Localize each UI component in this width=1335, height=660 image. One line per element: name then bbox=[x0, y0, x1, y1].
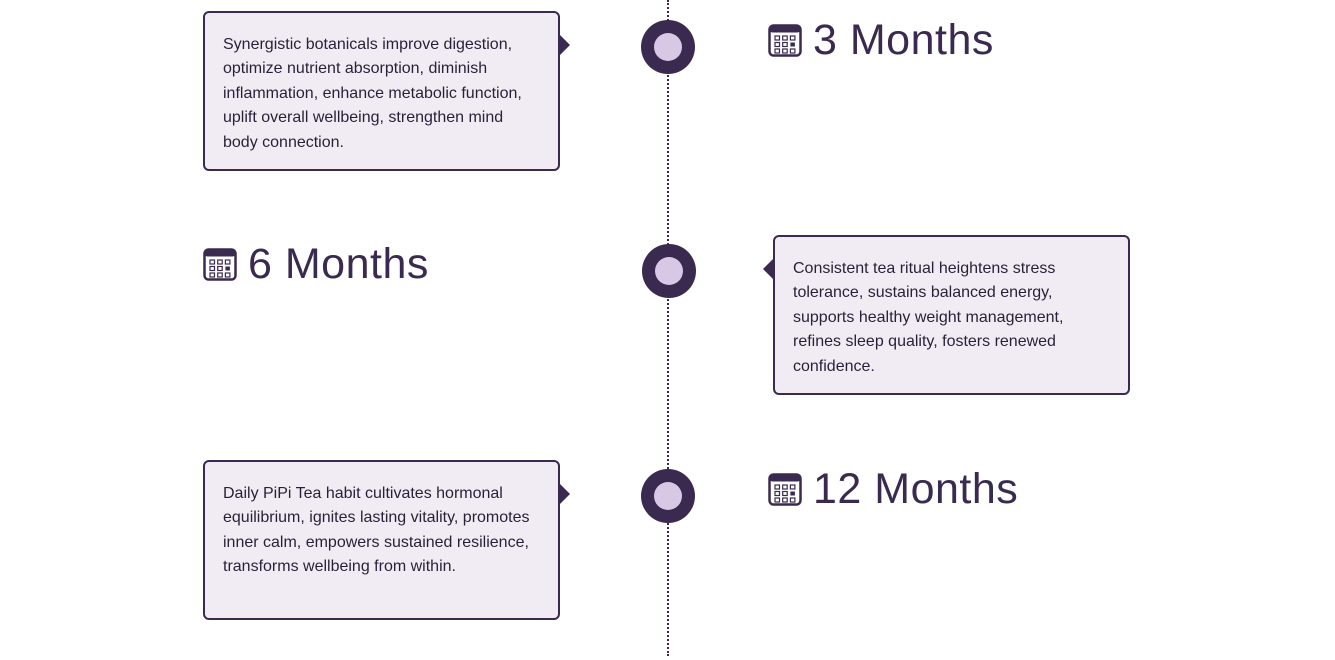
calendar-icon bbox=[203, 248, 237, 281]
timeline-marker bbox=[642, 244, 696, 298]
calendar-icon bbox=[768, 473, 802, 506]
period-label: 6 Months bbox=[248, 239, 429, 288]
timeline-line bbox=[667, 0, 669, 656]
timeline-period-6-months: 6 Months bbox=[203, 239, 429, 289]
timeline-marker bbox=[641, 20, 695, 74]
period-label: 12 Months bbox=[813, 464, 1019, 513]
timeline-marker bbox=[641, 469, 695, 523]
timeline-card-3-months: Synergistic botanicals improve digestion… bbox=[203, 11, 570, 171]
timeline-card-12-months: Daily PiPi Tea habit cultivates hormonal… bbox=[203, 460, 570, 620]
timeline-period-12-months: 12 Months bbox=[768, 464, 1018, 514]
timeline-period-3-months: 3 Months bbox=[768, 15, 994, 65]
timeline-card-6-months: Consistent tea ritual heightens stress t… bbox=[763, 235, 1130, 395]
calendar-icon bbox=[768, 24, 802, 57]
period-label: 3 Months bbox=[813, 15, 994, 64]
